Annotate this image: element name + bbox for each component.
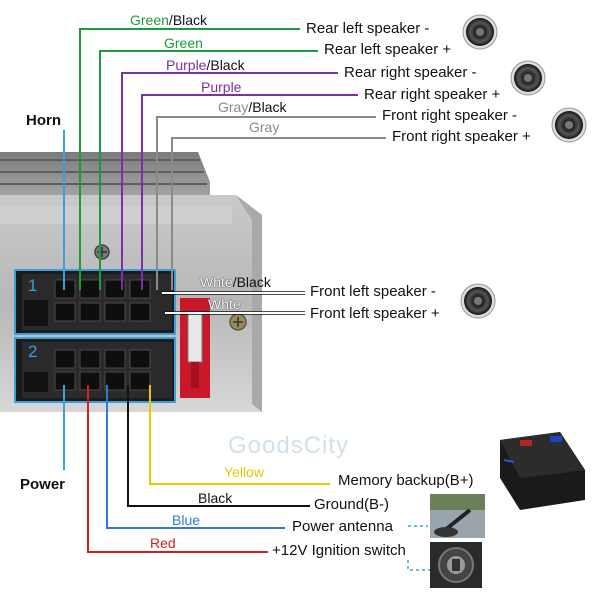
purple-black-wire bbox=[121, 72, 338, 290]
connector-1-number: 1 bbox=[28, 276, 38, 295]
green-black-target-label: Rear left speaker - bbox=[306, 20, 430, 37]
green-black-color-label-primary: Green bbox=[130, 12, 169, 28]
white-black-color-label-primary: Whte bbox=[200, 274, 233, 290]
red-wire bbox=[87, 385, 268, 553]
red-color-label-primary: Red bbox=[150, 535, 176, 551]
white-black-color-label: Whte/Black bbox=[200, 274, 271, 290]
speaker-icon bbox=[460, 283, 496, 319]
black-color-label-primary: Black bbox=[198, 490, 233, 506]
purple-wire bbox=[141, 94, 358, 290]
gray-wire bbox=[171, 137, 386, 290]
white-color-label: Whte bbox=[208, 296, 241, 312]
purple-color-label-primary: Purple bbox=[201, 79, 242, 95]
gray-black-wire bbox=[156, 116, 376, 290]
purple-black-color-label-primary: Purple bbox=[166, 57, 207, 73]
ignition-link-line bbox=[407, 560, 430, 571]
white-color-label-primary: Whte bbox=[208, 296, 241, 312]
blue-target-label: Power antenna bbox=[292, 518, 393, 535]
speaker-icon bbox=[551, 107, 587, 143]
purple-black-color-label: Purple/Black bbox=[166, 57, 245, 73]
gray-black-color-label: Gray/Black bbox=[218, 99, 286, 115]
green-color-label-primary: Green bbox=[164, 35, 203, 51]
purple-target-label: Rear right speaker + bbox=[364, 86, 501, 103]
white-black-target-label: Front left speaker - bbox=[310, 283, 436, 300]
black-wire bbox=[127, 385, 310, 507]
green-black-color-label-separator: / bbox=[168, 12, 173, 28]
car-antenna-icon bbox=[430, 494, 485, 538]
purple-color-label: Purple bbox=[201, 79, 241, 95]
yellow-target-label: Memory backup(B+) bbox=[338, 472, 474, 489]
gray-black-color-label-secondary: Black bbox=[252, 99, 287, 115]
purple-black-color-label-separator: / bbox=[206, 57, 211, 73]
yellow-color-label-primary: Yellow bbox=[224, 464, 264, 480]
white-black-color-label-secondary: Black bbox=[236, 274, 271, 290]
blue-wire bbox=[106, 385, 285, 529]
blue-color-label: Blue bbox=[172, 512, 200, 528]
watermark: GoodsCity bbox=[228, 432, 350, 459]
black-color-label: Black bbox=[198, 490, 232, 506]
green-black-color-label: Green/Black bbox=[130, 12, 207, 28]
fuse bbox=[180, 298, 210, 398]
ignition-switch-icon bbox=[430, 542, 482, 588]
green-target-label: Rear left speaker + bbox=[324, 41, 452, 58]
red-target-label: +12V Ignition switch bbox=[272, 542, 406, 559]
gray-color-label-primary: Gray bbox=[249, 119, 280, 135]
green-color-label: Green bbox=[164, 35, 203, 51]
purple-black-target-label: Rear right speaker - bbox=[344, 64, 477, 81]
red-color-label: Red bbox=[150, 535, 176, 551]
green-black-color-label-secondary: Black bbox=[172, 12, 208, 28]
gray-color-label: Gray bbox=[249, 119, 279, 135]
gray-black-color-label-primary: Gray bbox=[218, 99, 249, 115]
gray-black-target-label: Front right speaker - bbox=[382, 107, 518, 124]
gray-black-color-label-separator: / bbox=[248, 99, 253, 115]
blue-color-label-primary: Blue bbox=[172, 512, 201, 528]
speaker-icon bbox=[462, 14, 498, 50]
yellow-color-label: Yellow bbox=[224, 464, 264, 480]
purple-black-color-label-secondary: Black bbox=[210, 57, 245, 73]
connector-2 bbox=[14, 337, 176, 403]
white-black-color-label-separator: / bbox=[232, 274, 237, 290]
car-battery-icon bbox=[500, 432, 585, 510]
white-target-label: Front left speaker + bbox=[310, 305, 440, 322]
speaker-icon bbox=[510, 60, 546, 96]
horn-section-label: Horn bbox=[26, 112, 61, 129]
power-section-label: Power bbox=[20, 476, 66, 493]
green-wire bbox=[99, 50, 318, 290]
yellow-wire bbox=[149, 385, 330, 485]
black-target-label: Ground(B-) bbox=[314, 496, 390, 513]
green-black-wire bbox=[79, 28, 300, 290]
connector-1 bbox=[14, 269, 176, 335]
connector-2-number: 2 bbox=[28, 342, 38, 361]
gray-target-label: Front right speaker + bbox=[392, 128, 531, 145]
